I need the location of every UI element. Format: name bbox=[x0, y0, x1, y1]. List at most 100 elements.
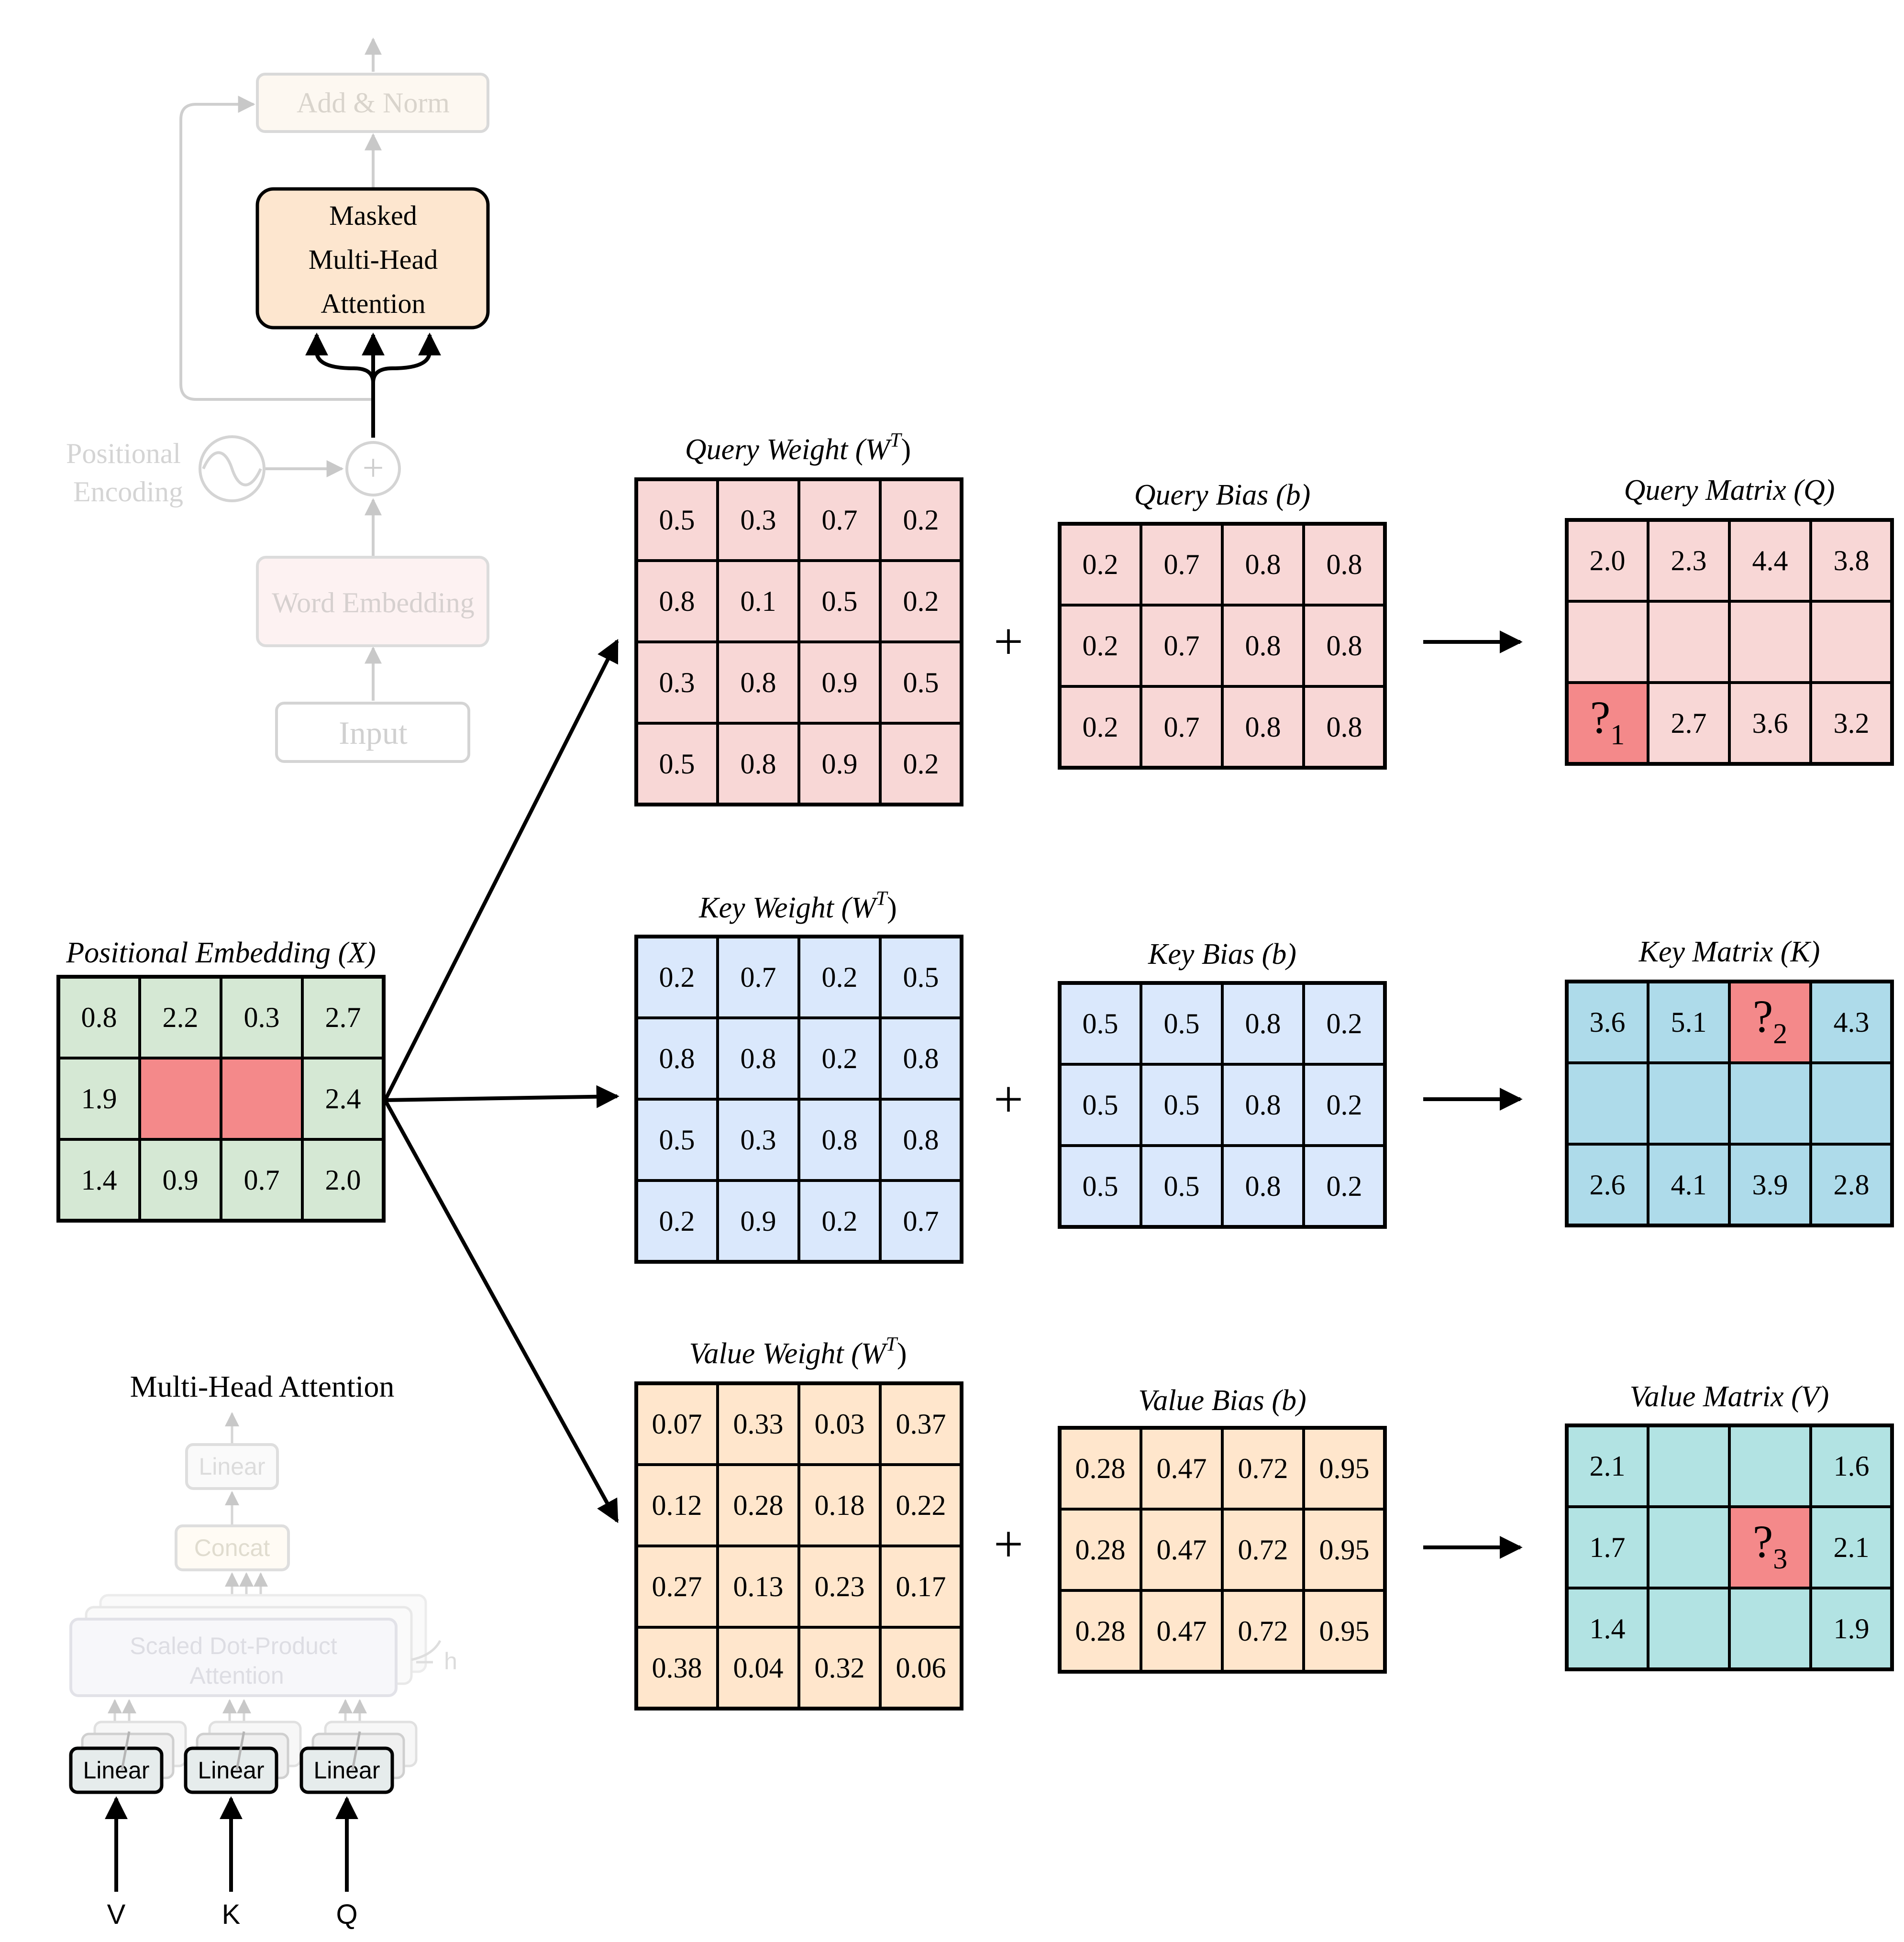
key-bias-matrix-value: 0.5 bbox=[1164, 1008, 1200, 1039]
pos-embedding-matrix-value: 2.4 bbox=[325, 1083, 361, 1114]
pos-embedding-matrix-value: 0.8 bbox=[81, 1002, 117, 1033]
value-bias-matrix-cell bbox=[1221, 1508, 1305, 1592]
query-bias-matrix-cell bbox=[1140, 685, 1224, 769]
linear-k-box bbox=[184, 1746, 278, 1794]
query-result-matrix-value: 4.4 bbox=[1752, 545, 1788, 576]
query-weight-matrix-value: 0.5 bbox=[822, 585, 858, 617]
value-bias-matrix-value: 0.47 bbox=[1157, 1534, 1207, 1566]
key-weight-matrix-cell bbox=[879, 1098, 963, 1182]
query-result-matrix-cell bbox=[1647, 600, 1731, 684]
value-bias-matrix-value: 0.28 bbox=[1075, 1615, 1126, 1647]
value-result-matrix-value: ?3 bbox=[1753, 1516, 1788, 1575]
key-weight-title: Key Weight (WT) bbox=[698, 888, 897, 924]
value-weight-matrix-cell bbox=[797, 1545, 882, 1629]
query-weight-matrix-value: 0.8 bbox=[741, 667, 776, 698]
key-bias-matrix-cell bbox=[1221, 1144, 1305, 1228]
key-bias-matrix-value: 0.8 bbox=[1245, 1170, 1281, 1202]
word-embedding-label: Word Embedding bbox=[272, 587, 474, 618]
query-bias-matrix-value: 0.8 bbox=[1245, 630, 1281, 662]
value-bias-matrix-value: 0.72 bbox=[1238, 1615, 1288, 1647]
query-bias-matrix-value: 0.8 bbox=[1327, 630, 1362, 662]
value-bias-matrix-value: 0.95 bbox=[1319, 1534, 1370, 1566]
input-v-label: V bbox=[107, 1899, 126, 1930]
key-result-matrix-cell bbox=[1809, 980, 1893, 1064]
value-weight-matrix-value: 0.04 bbox=[733, 1652, 784, 1684]
matrix-titles: Positional Embedding (X) Query Weight (W… bbox=[66, 430, 1835, 1417]
masked-mha-line3: Attention bbox=[321, 288, 425, 319]
query-bias-matrix-value: 0.7 bbox=[1164, 630, 1200, 662]
query-weight-title: Query Weight (WT) bbox=[685, 430, 911, 466]
key-weight-matrix-cell bbox=[716, 1016, 800, 1101]
key-weight-matrix-value: 0.9 bbox=[741, 1205, 776, 1237]
value-weight-matrix-value: 0.27 bbox=[652, 1571, 702, 1602]
sdpa-line1: Scaled Dot-Product bbox=[130, 1633, 337, 1659]
pos-embedding-matrix-value: 0.9 bbox=[163, 1164, 199, 1196]
value-weight-matrix-value: 0.07 bbox=[652, 1408, 702, 1440]
query-bias-matrix-cell bbox=[1140, 604, 1224, 688]
key-bias-matrix-cell bbox=[1302, 982, 1386, 1066]
decoder-block: Add & Norm Masked Multi-Head Attention +… bbox=[66, 37, 490, 763]
masked-mha-line1: Masked bbox=[329, 200, 417, 231]
key-bias-matrix-value: 0.5 bbox=[1164, 1089, 1200, 1121]
value-result-matrix-cell bbox=[1565, 1587, 1649, 1671]
value-bias-matrix-cell bbox=[1302, 1508, 1386, 1592]
key-bias-matrix-value: 0.8 bbox=[1245, 1089, 1281, 1121]
key-weight-matrix-value: 0.2 bbox=[822, 1205, 858, 1237]
mha-input-arrows bbox=[105, 1731, 361, 1892]
value-weight-matrix-value: 0.03 bbox=[815, 1408, 865, 1440]
value-plus-operator: + bbox=[994, 1515, 1023, 1573]
value-weight-matrix-value: 0.17 bbox=[896, 1571, 946, 1602]
value-weight-matrix-value: 0.06 bbox=[896, 1652, 946, 1684]
value-result-matrix-value: 1.7 bbox=[1590, 1532, 1626, 1563]
key-bias-matrix-cell bbox=[1221, 982, 1305, 1066]
value-result-matrix-cell bbox=[1728, 1424, 1812, 1508]
residual-path bbox=[179, 96, 373, 401]
key-bias-matrix-value: 0.5 bbox=[1083, 1089, 1118, 1121]
attention-input-fork bbox=[305, 332, 441, 438]
query-result-matrix-value: 3.6 bbox=[1752, 707, 1788, 739]
key-bias-title: Key Bias (b) bbox=[1148, 938, 1296, 971]
query-result-matrix-value: ?1 bbox=[1590, 692, 1625, 750]
query-weight-matrix-value: 0.2 bbox=[903, 748, 939, 780]
plus-circle-symbol: + bbox=[362, 447, 384, 489]
query-bias-matrix-value: 0.7 bbox=[1164, 711, 1200, 743]
pos-embedding-matrix-cell bbox=[220, 1057, 304, 1141]
key-weight-matrix-value: 0.3 bbox=[741, 1124, 776, 1156]
mha-block: Multi-Head Attention Linear Concat Scale… bbox=[69, 1369, 457, 1930]
query-bias-matrix-value: 0.8 bbox=[1245, 549, 1281, 580]
pos-embedding-matrix-cell bbox=[301, 1057, 385, 1141]
query-weight-matrix-value: 0.7 bbox=[822, 504, 858, 536]
value-bias-matrix-cell bbox=[1221, 1589, 1305, 1673]
key-result-matrix-value: 4.1 bbox=[1671, 1169, 1707, 1201]
query-weight-matrix-value: 0.2 bbox=[903, 504, 939, 536]
query-weight-matrix-cell bbox=[797, 478, 882, 562]
value-bias-matrix-value: 0.72 bbox=[1238, 1534, 1288, 1566]
query-bias-matrix-cell bbox=[1221, 604, 1305, 688]
plus-circle bbox=[345, 441, 401, 497]
value-result-matrix-cell bbox=[1728, 1505, 1812, 1589]
key-weight-matrix-value: 0.8 bbox=[659, 1043, 695, 1074]
positional-encoding-line2: Encoding bbox=[73, 476, 183, 508]
query-result-matrix-value: 2.3 bbox=[1671, 545, 1707, 576]
key-result-matrix-cell bbox=[1647, 980, 1731, 1064]
mha-concat bbox=[175, 1524, 290, 1571]
key-result-matrix-cell bbox=[1809, 1061, 1893, 1146]
pos-embedding-matrix-cell bbox=[220, 1138, 304, 1222]
linear-q-label: Linear bbox=[314, 1757, 380, 1784]
add-norm-label: Add & Norm bbox=[297, 87, 450, 119]
value-weight-matrix-cell bbox=[797, 1463, 882, 1547]
key-result-matrix-cell bbox=[1647, 1061, 1731, 1146]
pos-embedding-title: Positional Embedding (X) bbox=[66, 937, 376, 969]
add-norm-box bbox=[256, 73, 489, 133]
key-bias-matrix-value: 0.8 bbox=[1245, 1008, 1281, 1039]
query-bias-matrix-value: 0.2 bbox=[1083, 630, 1118, 662]
input-k-label: K bbox=[222, 1899, 241, 1930]
pos-embedding-matrix-cell bbox=[138, 1057, 222, 1141]
query-weight-matrix-cell bbox=[635, 559, 719, 643]
query-weight-matrix-cell bbox=[635, 478, 719, 562]
value-weight-matrix-cell bbox=[879, 1626, 963, 1710]
